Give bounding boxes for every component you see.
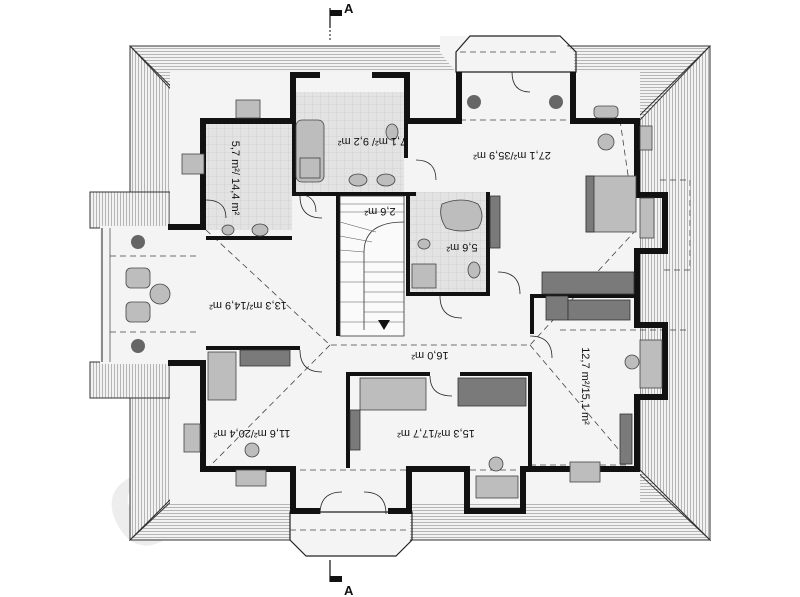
area-labels: 7,1 m²/ 9,2 m² 5,7 m²/ 14,4 m² 27,1 m²/3…: [209, 135, 591, 439]
area-label-room-right: 12,7 m²/15,1 m²: [579, 347, 591, 425]
area-label-wc: 5,6 m²: [446, 241, 478, 253]
section-mark-top: A: [329, 1, 354, 40]
furniture: [125, 95, 663, 499]
section-mark-bottom: A: [329, 560, 354, 597]
area-label-stair: 2,6 m²: [364, 205, 396, 217]
section-label-top: A: [344, 1, 354, 16]
walls: [168, 72, 668, 514]
area-label-room-bottom-left: 11,6 m²/20,4 m²: [213, 427, 290, 439]
area-label-wardrobe: 5,7 m²/ 14,4 m²: [229, 141, 241, 216]
section-label-bottom: A: [344, 583, 354, 597]
staircase: [339, 195, 405, 337]
area-label-hall: 16,0 m²: [411, 349, 449, 361]
area-label-bathroom-top: 7,1 m²/ 9,2 m²: [337, 135, 406, 147]
area-label-room-bottom-middle: 15,3 m²/17,7 m²: [397, 427, 475, 439]
door-swings: [205, 71, 553, 515]
area-label-room-left: 13,3 m²/14,9 m²: [209, 299, 287, 311]
area-label-master-bedroom: 27,1 m²/35,9 m²: [473, 149, 551, 161]
